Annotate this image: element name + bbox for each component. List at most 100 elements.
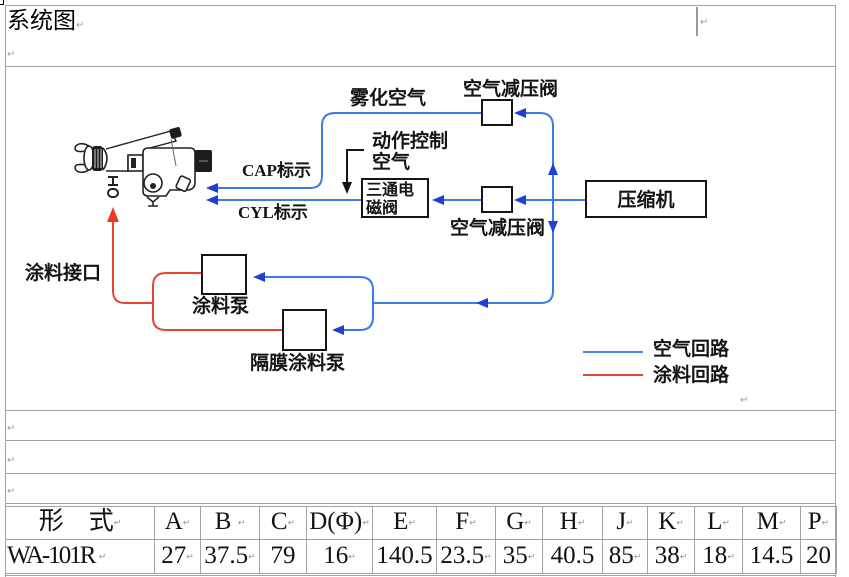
paragraph-mark: ↵ — [679, 552, 688, 563]
table-border-right — [835, 5, 836, 577]
cell-text: 79 — [270, 541, 296, 569]
cell-text: 37.5 — [204, 541, 249, 569]
cylinder-air-fitting — [175, 175, 192, 193]
side-cell[interactable]: ↵ — [698, 6, 835, 36]
empty-paragraph-row[interactable]: ↵ — [6, 474, 835, 503]
header-cell-j[interactable]: J↵ — [602, 506, 648, 540]
header-text: L — [707, 508, 723, 536]
header-cell-model[interactable]: 形 式↵ — [5, 506, 155, 540]
header-text: G — [506, 508, 525, 536]
knurl-ribs — [94, 149, 102, 168]
label-control-air-line1: 动作控制 — [372, 129, 448, 152]
header-cell-d[interactable]: D(Φ)↵ — [306, 506, 373, 540]
paragraph-mark: ↵ — [469, 518, 477, 529]
cell-a[interactable]: 27↵ — [154, 539, 201, 574]
paragraph-mark: ↵ — [740, 395, 749, 406]
table-border-bottom — [5, 575, 836, 576]
cell-p[interactable]: 20 — [800, 539, 837, 574]
header-cell-a[interactable]: A↵ — [154, 506, 201, 540]
paint-feed-line — [112, 221, 153, 304]
arrow-into-solenoid — [432, 195, 444, 205]
empty-paragraph-row[interactable]: ↵ — [6, 441, 835, 473]
dimension-table: 形 式↵ A↵ B ↵ C↵ D(Φ)↵ E↵ F↵ G↵ H↵ J↵ K↵ L… — [5, 506, 837, 574]
cell-text: 20 — [806, 541, 831, 569]
cell-text: 18 — [702, 541, 728, 569]
air-inlet-port-center — [150, 183, 156, 189]
arrow-trunk-left — [476, 298, 488, 308]
label-control-regulator: 空气减压阀 — [450, 216, 545, 239]
fluid-inlet-nut — [108, 176, 118, 186]
paragraph-mark: ↵ — [287, 518, 296, 529]
header-cell-e[interactable]: E↵ — [372, 506, 437, 540]
header-text: D(Φ) — [309, 508, 363, 536]
header-cell-p[interactable]: P↵ — [800, 506, 837, 540]
label-atomizing-air: 雾化空气 — [350, 86, 426, 109]
cell-h[interactable]: 40.5 — [542, 539, 603, 574]
table-move-handle[interactable] — [0, 0, 4, 5]
cell-text: 23.5 — [440, 541, 485, 569]
system-diagram[interactable]: 雾化空气 空气减压阀 动作控制 空气 CAP标示 CYL标示 三通电 磁阀 空气… — [6, 67, 835, 410]
cell-k[interactable]: 38↵ — [647, 539, 695, 574]
arrow-paint-inlet — [107, 207, 119, 222]
header-cell-f[interactable]: F↵ — [436, 506, 496, 540]
cell-model[interactable]: WA-101R ↵ — [5, 539, 155, 574]
row-divider-diagram — [5, 410, 836, 411]
label-paint-inlet: 涂料接口 — [25, 261, 101, 284]
label-cap-indicator: CAP标示 — [242, 160, 311, 180]
legend-air-label: 空气回路 — [653, 337, 730, 360]
retaining-ring — [102, 147, 108, 171]
section-title: 系统图 — [7, 8, 76, 34]
paragraph-mark: ↵ — [7, 49, 16, 60]
cell-text: 27 — [161, 541, 187, 569]
paragraph-mark: ↵ — [727, 552, 735, 563]
gun-barrel — [105, 130, 178, 150]
cell-j[interactable]: 85↵ — [602, 539, 648, 574]
arrow-into-diaphragm-pump — [332, 325, 344, 335]
table-border-top — [5, 5, 836, 6]
header-cell-g[interactable]: G↵ — [495, 506, 543, 540]
row-divider-empty-3 — [5, 503, 836, 504]
paragraph-mark: ↵ — [76, 20, 85, 31]
header-cell-m[interactable]: M↵ — [742, 506, 801, 540]
cell-e[interactable]: 140.5 — [372, 539, 437, 574]
bottom-y-fitting — [146, 196, 160, 207]
cell-text: WA-101R — [7, 541, 99, 569]
paragraph-mark: ↵ — [113, 518, 122, 529]
cell-b[interactable]: 37.5↵ — [200, 539, 260, 574]
header-cell-c[interactable]: C↵ — [259, 506, 307, 540]
paragraph-mark: ↵ — [98, 552, 107, 563]
arrow-into-paint-pump — [253, 272, 265, 282]
title-cell[interactable] — [6, 6, 696, 66]
cell-g[interactable]: 35↵ — [495, 539, 543, 574]
paragraph-mark: ↵ — [722, 518, 730, 529]
cell-c[interactable]: 79 — [259, 539, 307, 574]
cell-l[interactable]: 18↵ — [694, 539, 743, 574]
legend-paint-label: 涂料回路 — [653, 363, 730, 386]
gun-front-body — [106, 156, 129, 172]
header-cell-b[interactable]: B ↵ — [200, 506, 260, 540]
header-cell-k[interactable]: K↵ — [647, 506, 695, 540]
cell-text: 85 — [608, 541, 634, 569]
label-cyl-indicator: CYL标示 — [238, 202, 308, 222]
arrow-trunk-down — [548, 221, 558, 233]
paragraph-mark: ↵ — [348, 552, 356, 563]
cell-m[interactable]: 14.5 — [742, 539, 801, 574]
header-cell-h[interactable]: H↵ — [542, 506, 603, 540]
paragraph-mark: ↵ — [7, 486, 16, 497]
paragraph-mark: ↵ — [237, 518, 246, 529]
needle-line — [170, 138, 177, 167]
label-atomizing-regulator: 空气减压阀 — [463, 77, 558, 100]
empty-paragraph-row[interactable]: ↵ — [6, 411, 835, 440]
header-cell-l[interactable]: L↵ — [694, 506, 743, 540]
arrow-cap-inlet — [206, 183, 218, 193]
label-solenoid-line1: 三通电 — [366, 180, 414, 199]
cell-f[interactable]: 23.5↵ — [436, 539, 496, 574]
header-text: H — [559, 508, 578, 536]
header-text: M — [756, 508, 779, 536]
paragraph-mark: ↵ — [676, 518, 684, 529]
header-text: A — [164, 508, 183, 536]
cell-divider — [696, 7, 698, 36]
paragraph-mark: ↵ — [186, 552, 194, 563]
cell-d[interactable]: 16↵ — [306, 539, 373, 574]
